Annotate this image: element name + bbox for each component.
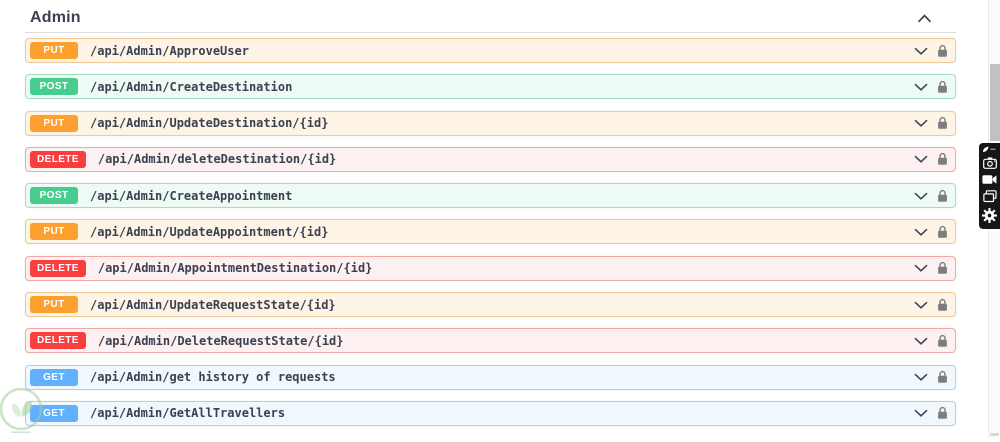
method-badge: DELETE — [30, 259, 86, 277]
endpoint-row-10[interactable]: GET /api/Admin/GetAllTravellers — [25, 400, 956, 426]
chevron-down-icon — [914, 333, 928, 348]
method-badge: DELETE — [30, 332, 86, 350]
lock-icon — [937, 117, 948, 133]
method-badge: PUT — [30, 42, 78, 59]
authorize-lock-button[interactable] — [937, 189, 948, 203]
endpoint-path: /api/Admin/UpdateAppointment/{id} — [90, 224, 329, 239]
endpoint-path: /api/Admin/UpdateRequestState/{id} — [90, 297, 336, 312]
endpoint-row-0[interactable]: PUT /api/Admin/ApproveUser — [25, 38, 956, 63]
expand-operation-button[interactable] — [914, 192, 928, 200]
section-header[interactable]: Admin — [25, 0, 956, 33]
record-video-button[interactable] — [981, 173, 998, 186]
endpoint-list: PUT /api/Admin/ApproveUser POST /api/Adm… — [25, 38, 956, 426]
collapse-section-button[interactable] — [915, 12, 934, 25]
endpoint-row-2[interactable]: PUT /api/Admin/UpdateDestination/{id} — [25, 110, 956, 136]
chevron-down-icon — [914, 115, 928, 130]
section-title: Admin — [30, 9, 81, 26]
copy-captures-button[interactable] — [982, 189, 998, 204]
endpoint-row-4[interactable]: POST /api/Admin/CreateAppointment — [25, 183, 956, 209]
lock-icon — [937, 407, 948, 423]
expand-operation-button[interactable] — [914, 47, 928, 55]
gear-icon — [982, 208, 997, 226]
capture-toolbar[interactable] — [979, 143, 1000, 229]
endpoint-row-1[interactable]: POST /api/Admin/CreateDestination — [25, 74, 956, 100]
camera-icon — [982, 157, 997, 172]
screenshot-button[interactable] — [982, 156, 998, 170]
expand-operation-button[interactable] — [914, 119, 928, 127]
endpoint-row-7[interactable]: PUT /api/Admin/UpdateRequestState/{id} — [25, 292, 956, 318]
video-camera-icon — [982, 173, 997, 188]
lock-icon — [937, 189, 948, 206]
expand-operation-button[interactable] — [914, 301, 928, 309]
expand-operation-button[interactable] — [914, 373, 928, 381]
chevron-down-icon — [914, 79, 928, 94]
chevron-down-icon — [914, 260, 928, 275]
endpoint-row-6[interactable]: DELETE /api/Admin/AppointmentDestination… — [25, 255, 956, 281]
endpoint-path: /api/Admin/DeleteRequestState/{id} — [97, 333, 344, 348]
endpoint-row-5[interactable]: PUT /api/Admin/UpdateAppointment/{id} — [25, 219, 956, 245]
chevron-up-icon — [917, 11, 932, 26]
authorize-lock-button[interactable] — [937, 334, 948, 348]
expand-operation-button[interactable] — [914, 83, 928, 91]
chevron-down-icon — [914, 151, 928, 166]
admin-tag-section: Admin PUT /api/Admin/ApproveUser — [25, 0, 956, 437]
scrollbar-thumb[interactable] — [990, 64, 1000, 141]
authorize-lock-button[interactable] — [937, 298, 948, 312]
authorize-lock-button[interactable] — [937, 44, 948, 58]
endpoint-path: /api/Admin/AppointmentDestination/{id} — [97, 261, 373, 276]
expand-operation-button[interactable] — [914, 409, 928, 418]
method-badge: GET — [30, 404, 78, 422]
settings-button[interactable] — [981, 207, 998, 224]
authorize-lock-button[interactable] — [937, 261, 948, 275]
chevron-down-icon — [914, 405, 928, 420]
expand-operation-button[interactable] — [914, 337, 928, 345]
endpoint-path: /api/Admin/CreateDestination — [90, 79, 293, 94]
copy-pages-icon — [982, 190, 997, 206]
authorize-lock-button[interactable] — [937, 116, 948, 130]
endpoint-path: /api/Admin/UpdateDestination/{id} — [90, 116, 329, 131]
endpoint-row-9[interactable]: GET /api/Admin/get history of requests — [25, 364, 956, 390]
authorize-lock-button[interactable] — [937, 225, 948, 239]
endpoint-path: /api/Admin/deleteDestination/{id} — [97, 152, 337, 167]
lock-icon — [937, 334, 948, 351]
lock-icon — [937, 80, 948, 97]
expand-operation-button[interactable] — [914, 155, 928, 164]
method-badge: PUT — [30, 114, 78, 132]
extension-logo-icon — [982, 146, 997, 153]
chevron-down-icon — [914, 297, 928, 312]
method-badge: GET — [30, 368, 78, 386]
expand-operation-button[interactable] — [914, 228, 928, 236]
method-badge: DELETE — [30, 150, 86, 168]
method-badge: PUT — [30, 223, 78, 241]
endpoint-path: /api/Admin/get history of requests — [90, 370, 336, 385]
authorize-lock-button[interactable] — [937, 152, 948, 166]
endpoint-path: /api/Admin/GetAllTravellers — [90, 406, 286, 421]
authorize-lock-button[interactable] — [937, 80, 948, 94]
method-badge: POST — [30, 78, 78, 96]
authorize-lock-button[interactable] — [937, 370, 948, 384]
method-badge: POST — [30, 187, 78, 205]
lock-icon — [937, 298, 948, 315]
endpoint-path: /api/Admin/ApproveUser — [90, 43, 249, 58]
lock-icon — [937, 371, 948, 387]
chevron-down-icon — [914, 188, 928, 203]
authorize-lock-button[interactable] — [937, 406, 948, 420]
chevron-down-icon — [914, 369, 928, 384]
expand-operation-button[interactable] — [914, 264, 928, 273]
lock-icon — [937, 262, 948, 278]
lock-icon — [937, 44, 948, 61]
lock-icon — [937, 153, 948, 169]
endpoint-row-8[interactable]: DELETE /api/Admin/DeleteRequestState/{id… — [25, 328, 956, 354]
endpoint-path: /api/Admin/CreateAppointment — [90, 188, 293, 203]
method-badge: PUT — [30, 296, 78, 314]
endpoint-row-3[interactable]: DELETE /api/Admin/deleteDestination/{id} — [25, 146, 956, 172]
scrollbar-corner — [990, 433, 999, 436]
lock-icon — [937, 225, 948, 242]
chevron-down-icon — [914, 43, 928, 58]
chevron-down-icon — [914, 224, 928, 239]
